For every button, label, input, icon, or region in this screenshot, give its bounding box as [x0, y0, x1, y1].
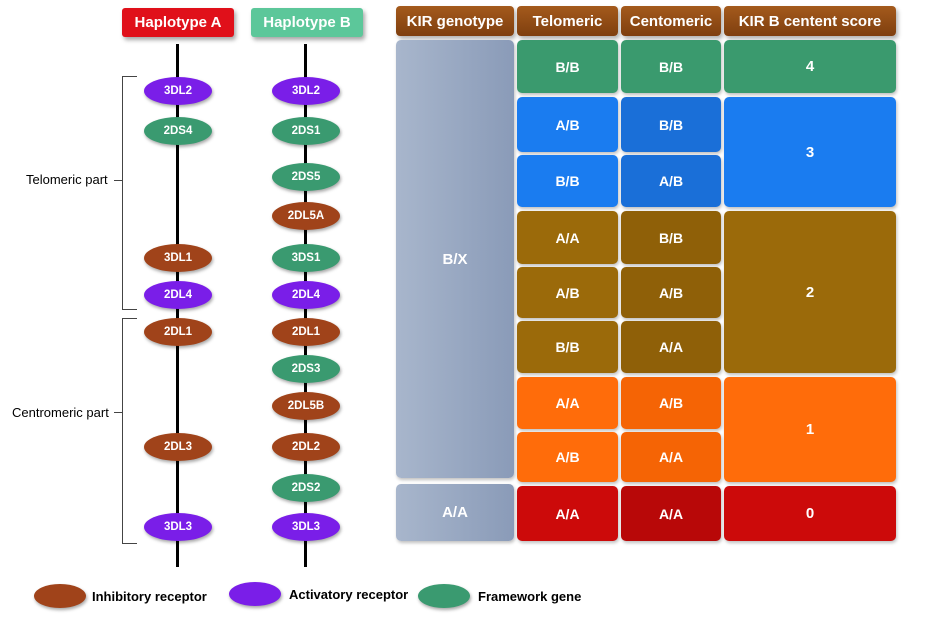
gene-b-2dl5a: 2DL5A	[272, 202, 340, 230]
legend-framework-label: Framework gene	[478, 589, 582, 604]
row-1-centromeric: B/B	[621, 97, 721, 152]
row-0-telomeric: B/B	[517, 40, 618, 93]
genotype-aa: A/A	[396, 484, 514, 541]
row-1-telomeric: A/B	[517, 97, 618, 152]
gene-b-3dl3: 3DL3	[272, 513, 340, 541]
header-telomeric: Telomeric	[517, 6, 618, 36]
gene-a-2ds4: 2DS4	[144, 117, 212, 145]
row-8-telomeric: A/A	[517, 486, 618, 541]
gene-b-2dl5b: 2DL5B	[272, 392, 340, 420]
legend-framework-swatch	[418, 584, 470, 608]
row-2-telomeric: B/B	[517, 155, 618, 207]
legend-activatory-swatch	[229, 582, 281, 606]
row-5-telomeric: B/B	[517, 321, 618, 373]
row-6-telomeric: A/A	[517, 377, 618, 429]
legend-inhibitory-label: Inhibitory receptor	[92, 589, 207, 604]
telomeric-brace	[122, 76, 137, 310]
gene-a-3dl1: 3DL1	[144, 244, 212, 272]
gene-a-2dl3: 2DL3	[144, 433, 212, 461]
header-centomeric: Centomeric	[621, 6, 721, 36]
centromeric-part-label: Centromeric part	[12, 405, 109, 420]
row-0-centromeric: B/B	[621, 40, 721, 93]
gene-a-2dl1: 2DL1	[144, 318, 212, 346]
gene-a-2dl4: 2DL4	[144, 281, 212, 309]
row-5-centromeric: A/A	[621, 321, 721, 373]
gene-b-2ds1: 2DS1	[272, 117, 340, 145]
row-8-centromeric: A/A	[621, 486, 721, 541]
gene-b-3ds1: 3DS1	[272, 244, 340, 272]
score-2: 2	[724, 211, 896, 373]
telomeric-brace-tick	[114, 180, 122, 182]
row-7-telomeric: A/B	[517, 432, 618, 482]
gene-a-3dl3: 3DL3	[144, 513, 212, 541]
score-0: 0	[724, 486, 896, 541]
gene-a-3dl2: 3DL2	[144, 77, 212, 105]
haplotype-a-title: Haplotype A	[122, 8, 234, 37]
row-6-centromeric: A/B	[621, 377, 721, 429]
score-4: 4	[724, 40, 896, 93]
legend-inhibitory-swatch	[34, 584, 86, 608]
gene-b-2dl2: 2DL2	[272, 433, 340, 461]
gene-b-2ds2: 2DS2	[272, 474, 340, 502]
row-4-telomeric: A/B	[517, 267, 618, 318]
gene-b-2ds5: 2DS5	[272, 163, 340, 191]
genotype-bx: B/X	[396, 40, 514, 478]
score-3: 3	[724, 97, 896, 207]
telomeric-part-label: Telomeric part	[26, 172, 108, 187]
row-3-centromeric: B/B	[621, 211, 721, 264]
gene-b-2dl4: 2DL4	[272, 281, 340, 309]
row-3-telomeric: A/A	[517, 211, 618, 264]
row-4-centromeric: A/B	[621, 267, 721, 318]
centromeric-brace-tick	[114, 412, 122, 414]
row-2-centromeric: A/B	[621, 155, 721, 207]
haplotype-b-title: Haplotype B	[251, 8, 363, 37]
header-kir-b-content-score: KIR B centent score	[724, 6, 896, 36]
centromeric-brace	[122, 318, 137, 544]
gene-b-2dl1: 2DL1	[272, 318, 340, 346]
row-7-centromeric: A/A	[621, 432, 721, 482]
gene-b-3dl2: 3DL2	[272, 77, 340, 105]
score-1: 1	[724, 377, 896, 482]
gene-b-2ds3: 2DS3	[272, 355, 340, 383]
legend-activatory-label: Activatory receptor	[289, 587, 409, 602]
header-kir-genotype: KIR genotype	[396, 6, 514, 36]
